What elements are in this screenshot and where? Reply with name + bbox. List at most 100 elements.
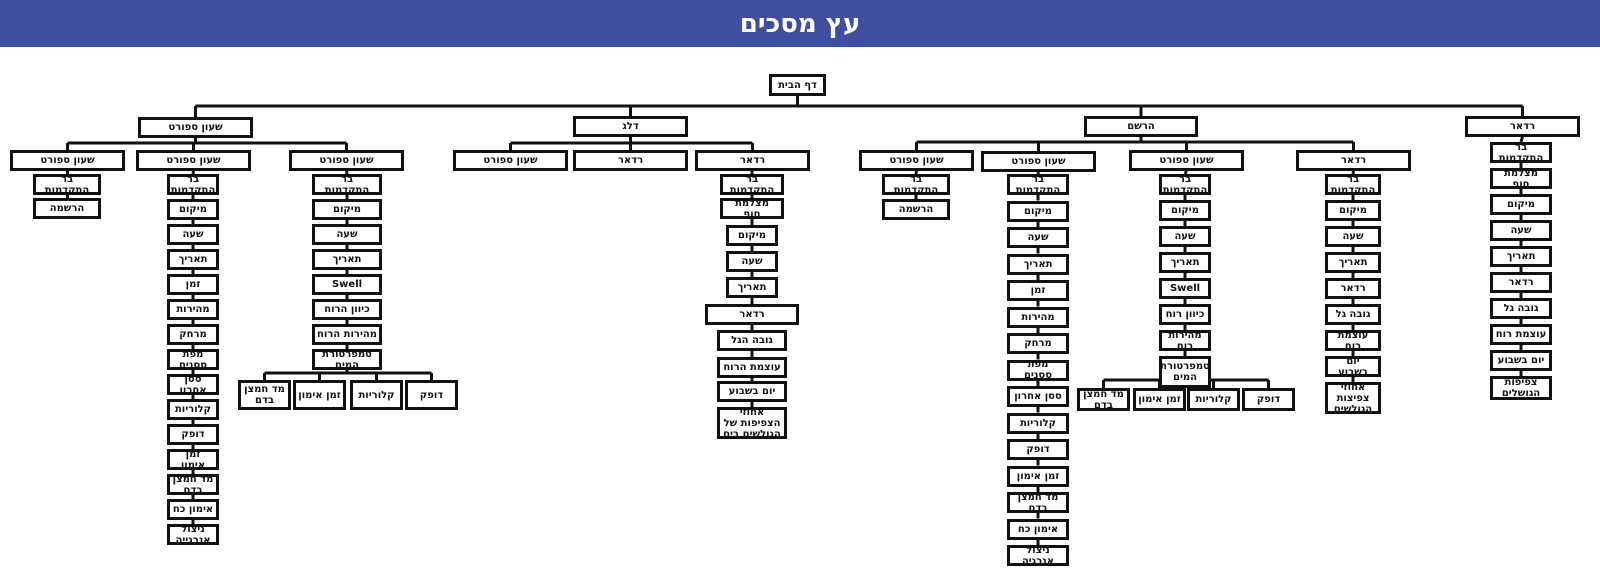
node-reg4-item-2[interactable]: מיקום <box>1325 200 1381 221</box>
node-reg3-item-3[interactable]: שעה <box>1159 226 1211 247</box>
node-reg2-item-3[interactable]: שעה <box>1007 227 1069 248</box>
node-sport-watch-a2[interactable]: שעון ספורט <box>136 150 251 171</box>
node-a2-item-14[interactable]: אימון כח <box>167 499 219 520</box>
node-skip-item-4[interactable]: שעה <box>726 251 778 272</box>
node-skip-item-2[interactable]: מצלמת חוף <box>720 198 784 219</box>
node-a2-item-6[interactable]: מהירות <box>167 299 219 320</box>
node-skip-item-9[interactable]: יום בשבוע <box>717 381 787 402</box>
node-a2-item-3[interactable]: שעה <box>167 224 219 245</box>
node-reg4-item-1[interactable]: בר התקדמות <box>1325 174 1381 195</box>
node-skip-radar-b[interactable]: רדאר <box>695 150 810 171</box>
node-reg2-item-15[interactable]: ניצול אנרגיה <box>1007 545 1069 566</box>
node-reg3-item-8[interactable]: טמפרטורת המים <box>1159 356 1211 388</box>
node-a3-item-7[interactable]: מהירות הרוח <box>312 324 382 345</box>
node-reg4-item-4[interactable]: תאריך <box>1325 252 1381 273</box>
node-reg2-item-2[interactable]: מיקום <box>1007 200 1069 222</box>
node-reg3-row-1[interactable]: מד חמצן בדם <box>1077 388 1130 411</box>
node-reg3-item-1[interactable]: בר התקדמות <box>1159 174 1211 195</box>
node-reg2-item-6[interactable]: מהירות <box>1007 306 1069 328</box>
node-radar-item-9[interactable]: יום בשבוע <box>1490 350 1552 371</box>
node-a2-item-15[interactable]: ניצול אנרגייה <box>167 524 219 545</box>
node-a3-row-3[interactable]: קלוריות <box>350 380 403 410</box>
node-reg2-item-9[interactable]: ססן אחרון <box>1007 386 1069 407</box>
node-sport-watch-a[interactable]: שעון ספורט <box>138 117 253 138</box>
node-sport-watch-a3[interactable]: שעון ספורט <box>289 150 404 171</box>
node-a2-item-13[interactable]: מד חמצן בדם <box>167 474 219 495</box>
node-reg3-row-2[interactable]: זמן אימון <box>1133 388 1186 411</box>
node-reg3-row-3[interactable]: קלוריות <box>1187 388 1240 411</box>
node-skip-item-10[interactable]: אחוזי הצפיפות של הגולשים בים <box>717 407 787 439</box>
node-register[interactable]: הרשם <box>1084 116 1198 137</box>
node-reg1-item-1[interactable]: בר התקדמות <box>882 174 950 195</box>
node-skip-item-6[interactable]: רדאר <box>705 304 799 325</box>
node-a3-item-6[interactable]: כיוון הרוח <box>312 299 382 320</box>
node-sport-watch-a1[interactable]: שעון ספורט <box>10 150 125 171</box>
node-reg4-item-9[interactable]: אחוזי צפיצות הגולשים <box>1325 382 1381 414</box>
node-a2-item-1[interactable]: בר התקדמות <box>167 174 219 195</box>
node-reg-sport-watch-3[interactable]: שעון ספורט <box>1129 150 1244 171</box>
node-radar-item-8[interactable]: עוצמת רוח <box>1490 324 1552 345</box>
node-radar-item-4[interactable]: שעה <box>1490 220 1552 241</box>
node-reg2-item-14[interactable]: אימון כח <box>1007 518 1069 540</box>
node-reg3-item-2[interactable]: מיקום <box>1159 200 1211 221</box>
node-radar-item-3[interactable]: מיקום <box>1490 194 1552 215</box>
node-skip-item-1[interactable]: בר התקדמות <box>720 174 784 195</box>
node-reg2-item-5[interactable]: זמן <box>1007 280 1069 301</box>
node-radar-item-5[interactable]: תאריך <box>1490 246 1552 267</box>
node-reg4-item-3[interactable]: שעה <box>1325 226 1381 247</box>
node-reg3-row-4[interactable]: דופק <box>1242 388 1295 411</box>
node-a3-row-2[interactable]: זמן אימון <box>293 380 346 410</box>
node-reg2-item-12[interactable]: זמן אימון <box>1007 465 1069 487</box>
node-a2-item-5[interactable]: זמן <box>167 274 219 295</box>
node-a2-item-12[interactable]: זמן אימון <box>167 449 219 470</box>
node-reg2-item-11[interactable]: דופק <box>1007 439 1069 460</box>
node-skip-item-7[interactable]: גובה הגל <box>717 330 787 351</box>
node-a3-row-4[interactable]: דופק <box>405 380 458 410</box>
node-reg1-item-2[interactable]: הרשמה <box>882 199 950 220</box>
node-a3-item-1[interactable]: בר התקדמות <box>312 174 382 195</box>
node-skip-radar-a[interactable]: רדאר <box>573 150 688 171</box>
node-skip-item-8[interactable]: עוצמת הרוח <box>717 357 787 378</box>
node-a3-item-4[interactable]: תאריך <box>312 249 382 270</box>
node-reg2-item-1[interactable]: בר התקדמות <box>1007 174 1069 195</box>
node-skip-item-3[interactable]: מיקום <box>726 225 778 246</box>
node-radar-item-2[interactable]: מצלמת חוף <box>1490 168 1552 189</box>
node-radar-item-7[interactable]: גובה גל <box>1490 298 1552 319</box>
node-reg4-item-7[interactable]: עוצמת רוח <box>1325 330 1381 351</box>
node-a2-item-8[interactable]: מפת ססנים <box>167 349 219 370</box>
node-a2-item-7[interactable]: מרחק <box>167 324 219 345</box>
node-radar[interactable]: רדאר <box>1465 116 1580 137</box>
node-a1-progress[interactable]: בר התקדמות <box>33 174 101 195</box>
node-a2-item-9[interactable]: ססן אחרון <box>167 374 219 395</box>
node-radar-item-1[interactable]: בר התקדמות <box>1490 142 1552 163</box>
node-reg4-item-6[interactable]: גובה גל <box>1325 304 1381 325</box>
node-radar-item-10[interactable]: אחוזי צפיפות הגושלים בים <box>1490 376 1552 400</box>
node-a2-item-4[interactable]: תאריך <box>167 249 219 270</box>
node-skip-item-5[interactable]: תאריך <box>726 277 778 298</box>
node-reg-sport-watch-1[interactable]: שעון ספורט <box>859 150 974 171</box>
node-a2-item-10[interactable]: קלוריות <box>167 399 219 420</box>
node-a3-row-1[interactable]: מד חמצן בדם <box>238 380 291 410</box>
node-a2-item-2[interactable]: מיקום <box>167 199 219 220</box>
node-skip[interactable]: דלג <box>573 116 688 137</box>
node-reg3-item-6[interactable]: כיוון רוח <box>1159 304 1211 325</box>
node-reg2-item-7[interactable]: מרחק <box>1007 333 1069 354</box>
node-a3-item-8[interactable]: טמפרטורת המים <box>312 349 382 370</box>
node-reg3-item-5[interactable]: Swell <box>1159 278 1211 299</box>
node-a1-register[interactable]: הרשמה <box>33 198 101 219</box>
node-reg-sport-watch-2[interactable]: שעון ספורט <box>981 151 1096 172</box>
node-reg3-item-7[interactable]: מהירות רוח <box>1159 330 1211 351</box>
node-a3-item-5[interactable]: Swell <box>312 274 382 295</box>
node-skip-sport-watch[interactable]: שעון ספורט <box>453 150 568 171</box>
node-reg4-item-8[interactable]: יום בשבוע <box>1325 356 1381 377</box>
node-reg3-item-4[interactable]: תאריך <box>1159 252 1211 273</box>
node-a2-item-11[interactable]: דופק <box>167 424 219 445</box>
node-home[interactable]: דף הבית <box>769 74 826 96</box>
node-reg4-item-5[interactable]: רדאר <box>1325 278 1381 299</box>
node-reg2-item-13[interactable]: מד חמצן בדם <box>1007 492 1069 513</box>
node-reg-radar[interactable]: רדאר <box>1296 150 1411 171</box>
node-a3-item-3[interactable]: שעה <box>312 224 382 245</box>
node-reg2-item-4[interactable]: תאריך <box>1007 253 1069 275</box>
node-reg2-item-8[interactable]: מפת ססנים <box>1007 359 1069 381</box>
node-a3-item-2[interactable]: מיקום <box>312 199 382 220</box>
